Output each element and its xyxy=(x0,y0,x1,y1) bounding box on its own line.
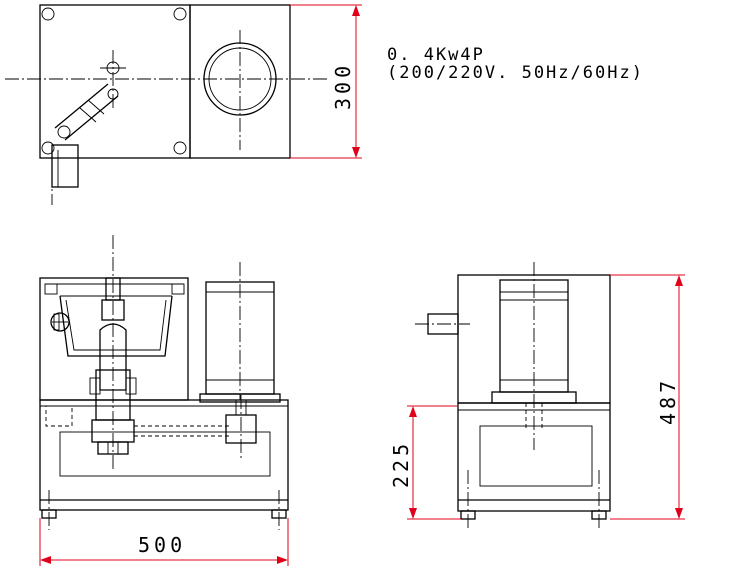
front-view xyxy=(39,235,289,566)
dim-300-label: 300 xyxy=(331,62,355,110)
side-view xyxy=(407,262,685,530)
dim-225-label: 225 xyxy=(389,440,413,488)
base-frame xyxy=(39,399,289,511)
plan-right-box xyxy=(189,4,291,159)
plan-view xyxy=(5,4,362,205)
motor-spec-line2: (200/220V. 50Hz/60Hz) xyxy=(387,63,644,83)
dim-487-label: 487 xyxy=(656,377,680,425)
dim-500-label: 500 xyxy=(138,533,186,557)
motor-spec-line1: 0. 4Kw4P xyxy=(387,45,485,65)
plan-left-box xyxy=(39,4,191,159)
side-base xyxy=(457,402,611,512)
